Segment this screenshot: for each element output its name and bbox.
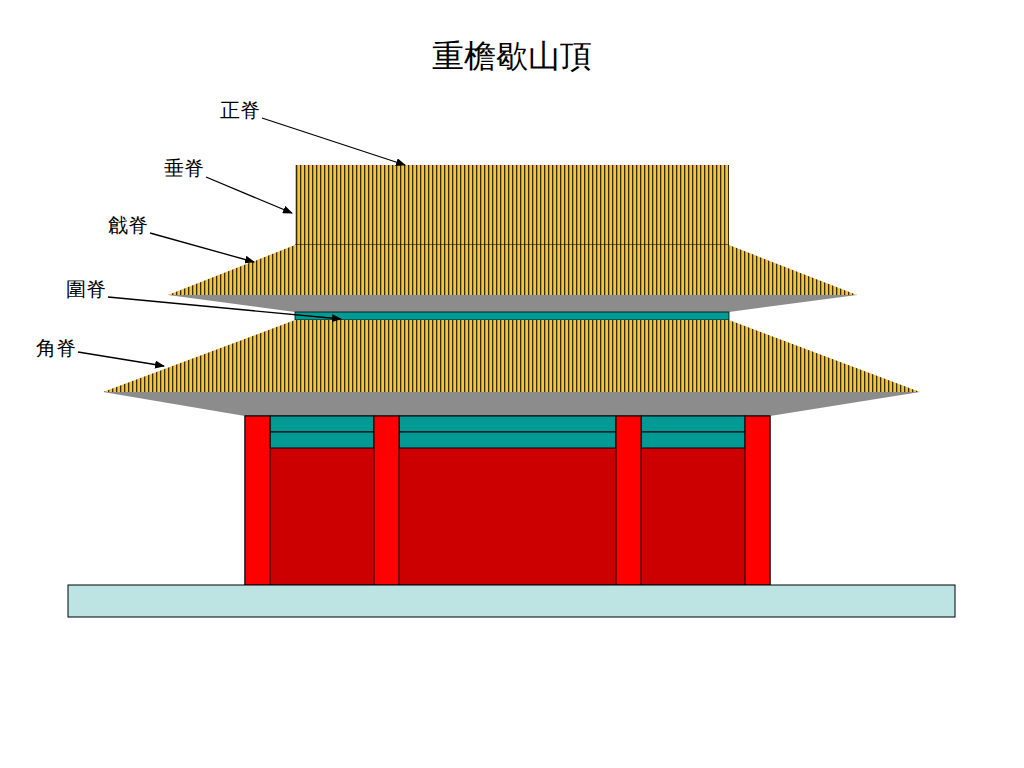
- upper-eave: [168, 245, 857, 295]
- part-label: 垂脊: [164, 156, 204, 180]
- gable-roof: [295, 165, 729, 245]
- surrounding-band: [295, 312, 729, 320]
- columns: [245, 416, 770, 585]
- diagram-title: 重檐歇山頂: [432, 37, 592, 75]
- beam-bands: [270, 416, 745, 448]
- upper-soffit: [168, 295, 857, 312]
- part-label: 正脊: [220, 98, 260, 122]
- lower-eave: [103, 320, 920, 392]
- leader-lines: [78, 118, 405, 366]
- part-label: 角脊: [36, 336, 76, 360]
- lower-soffit: [103, 392, 920, 416]
- wall: [245, 416, 770, 585]
- platform-base: [68, 585, 955, 617]
- part-label: 圍脊: [66, 277, 106, 301]
- part-label: 戧脊: [108, 213, 148, 237]
